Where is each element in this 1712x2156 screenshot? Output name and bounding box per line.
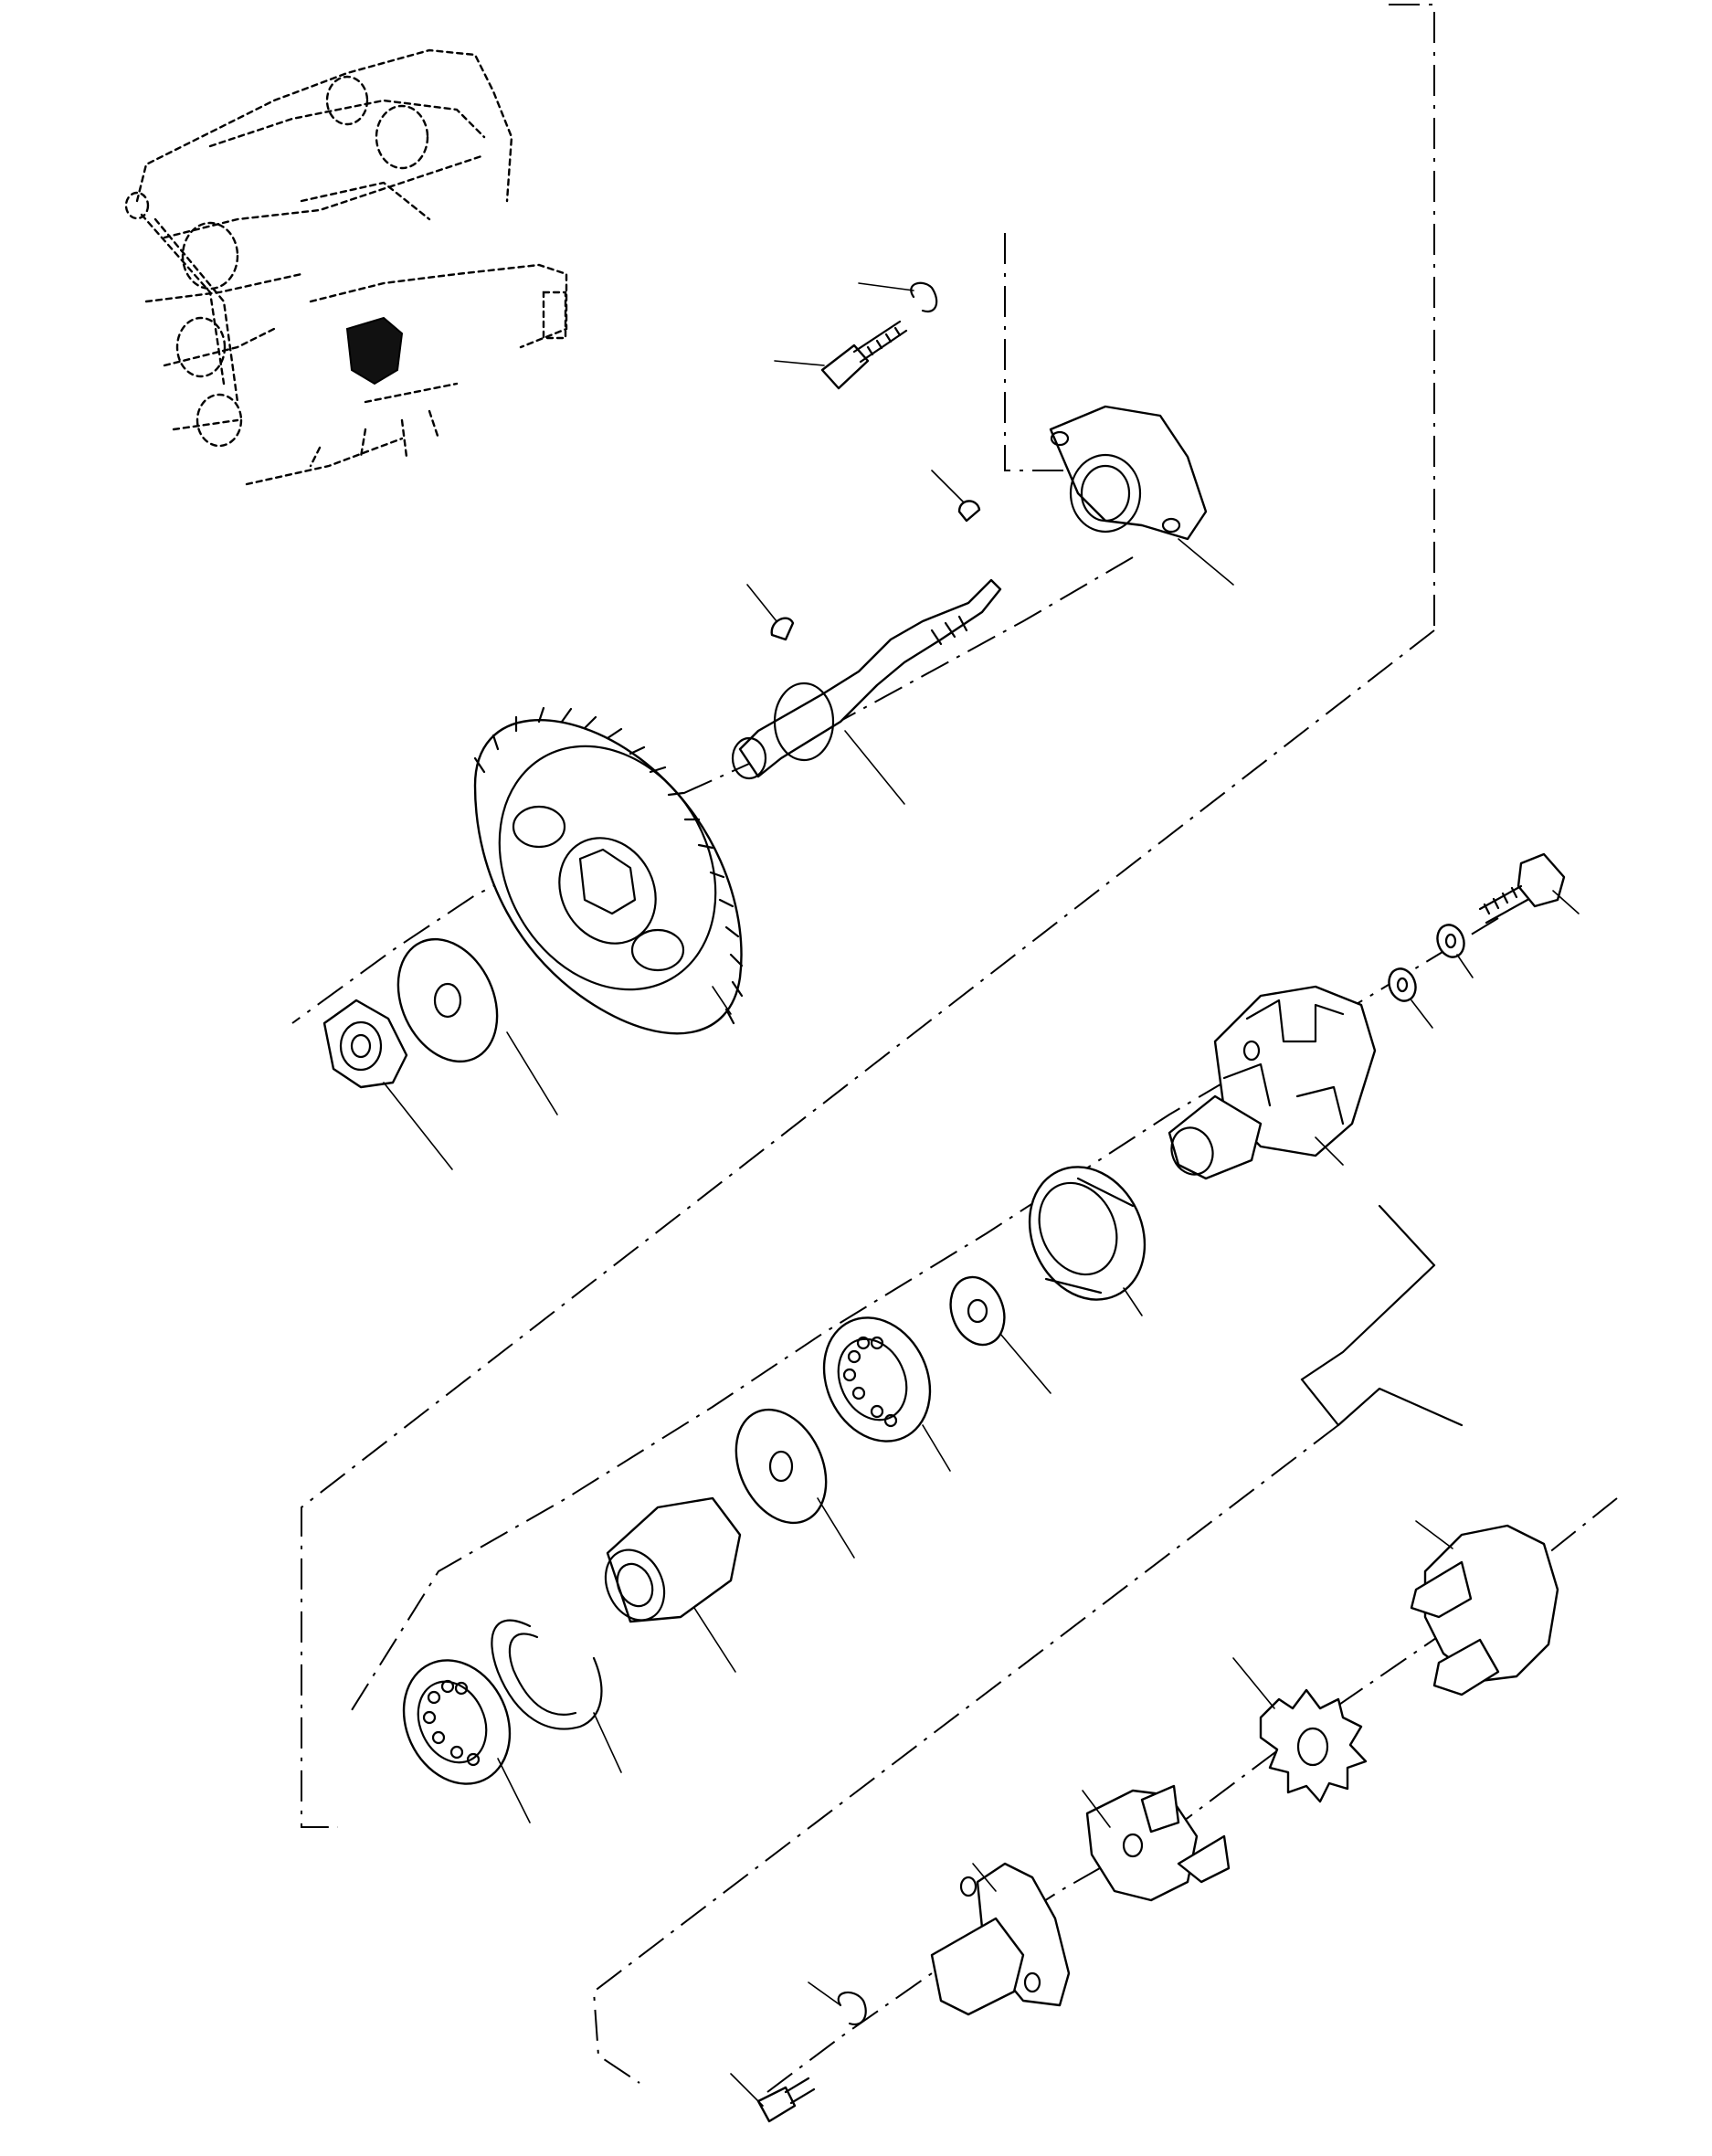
cap-screw-top bbox=[774, 320, 908, 390]
bracket-right-upper bbox=[1378, 1204, 1436, 1267]
woodruff-key-upper bbox=[931, 470, 981, 523]
washer-small bbox=[1388, 967, 1433, 1029]
shaft bbox=[731, 578, 1002, 805]
ball-bearing-lower bbox=[402, 1659, 531, 1823]
bracket-top-right bbox=[1389, 4, 1435, 630]
spacer-washer bbox=[734, 1408, 855, 1559]
nut bbox=[322, 999, 453, 1170]
lock-washer bbox=[1436, 924, 1474, 978]
screw-bottom bbox=[730, 2073, 816, 2123]
coupling-jaw-left bbox=[1082, 1784, 1231, 1902]
assembly-brackets bbox=[291, 4, 1618, 2093]
bracket-bottom bbox=[592, 1424, 1339, 2084]
coupling-jaw-right bbox=[1410, 1520, 1559, 1696]
washer-upper bbox=[396, 937, 558, 1115]
bracket-main-left bbox=[301, 629, 1435, 1828]
bearing-upper bbox=[1028, 1166, 1147, 1316]
coupling-hub bbox=[1168, 985, 1377, 1180]
circlip-top bbox=[858, 281, 938, 313]
circlip-bottom bbox=[808, 1982, 867, 2026]
rubber-spider bbox=[1232, 1657, 1368, 1803]
flange-hub bbox=[930, 1862, 1071, 2016]
ball-bearing-mid bbox=[822, 1316, 951, 1472]
woodruff-key-lower bbox=[746, 584, 795, 641]
bracket-right-mid bbox=[1300, 1263, 1436, 1381]
mounting-bracket bbox=[1049, 405, 1234, 586]
collar bbox=[604, 1496, 742, 1673]
shim bbox=[949, 1275, 1052, 1394]
bolt-right bbox=[1478, 852, 1580, 925]
snap-ring bbox=[491, 1619, 622, 1773]
highlighted-region-marker bbox=[345, 316, 404, 386]
bracket-top-circlip bbox=[1004, 233, 1078, 471]
bracket-right-lower bbox=[1300, 1378, 1464, 1427]
engine-inset-sketch bbox=[124, 48, 568, 486]
drive-gear bbox=[473, 706, 744, 1035]
